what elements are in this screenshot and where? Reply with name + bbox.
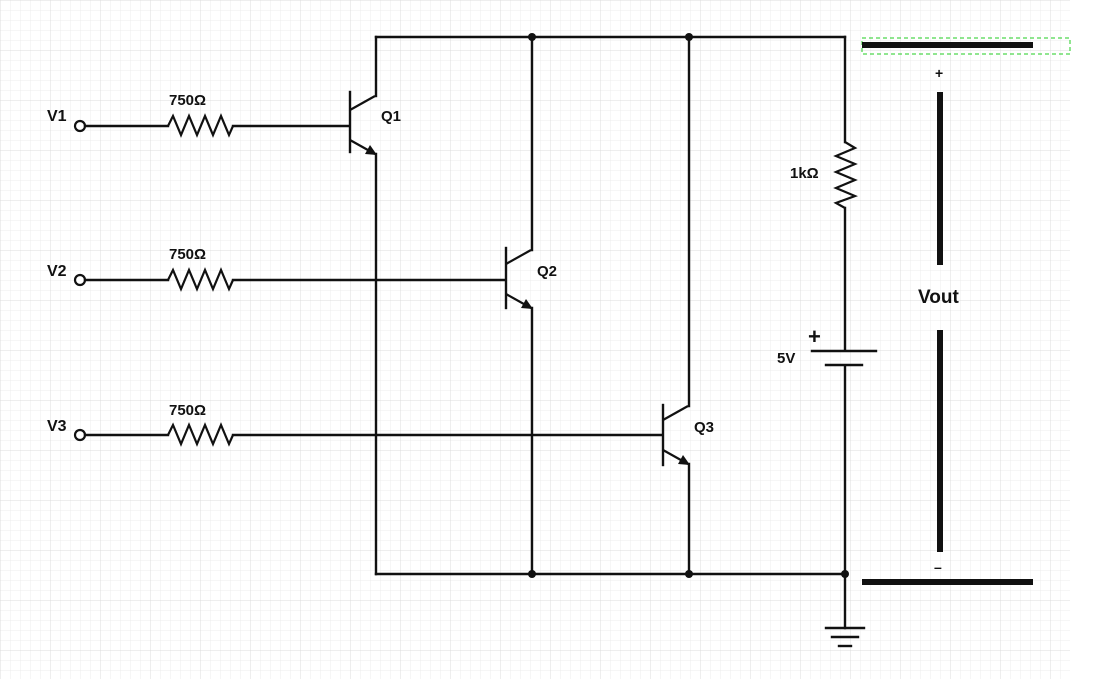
input-v3[interactable]: V3 750Ω <box>47 402 664 447</box>
junction-dot <box>528 33 536 41</box>
input-v2-label: V2 <box>47 263 67 280</box>
q1-label: Q1 <box>381 108 401 125</box>
grid-background <box>0 0 1070 679</box>
resistor-r3-label: 750Ω <box>169 402 206 419</box>
transistor-q1[interactable]: Q1 <box>348 90 401 155</box>
input-v3-label: V3 <box>47 418 67 435</box>
wiring <box>374 35 847 630</box>
input-v3-terminal[interactable] <box>73 428 87 442</box>
resistor-r2-label: 750Ω <box>169 246 206 263</box>
output-minus-label: – <box>934 559 942 575</box>
q3-label: Q3 <box>694 419 714 436</box>
junction-dot <box>841 570 849 578</box>
load-resistor[interactable]: 1kΩ <box>790 141 858 209</box>
q2-label: Q2 <box>537 263 557 280</box>
battery-label: 5V <box>777 350 795 367</box>
output-vout[interactable]: + Vout – <box>861 37 1071 585</box>
input-v2-terminal[interactable] <box>73 273 87 287</box>
load-resistor-label: 1kΩ <box>790 165 819 182</box>
transistor-q2[interactable]: Q2 <box>504 246 557 310</box>
junction-dots <box>528 33 849 578</box>
ground-symbol <box>824 626 866 648</box>
q1-emitter-arrow <box>365 145 377 155</box>
q3-emitter-arrow <box>678 455 690 465</box>
input-v1-terminal[interactable] <box>73 119 87 133</box>
resistor-r3[interactable] <box>167 422 235 447</box>
battery-5v[interactable]: + 5V <box>777 324 878 367</box>
input-v1-label: V1 <box>47 108 67 125</box>
input-v1[interactable]: V1 750Ω <box>47 92 351 138</box>
input-v2[interactable]: V2 750Ω <box>47 246 507 292</box>
junction-dot <box>528 570 536 578</box>
output-vout-label: Vout <box>918 287 959 308</box>
q2-emitter-arrow <box>521 299 533 309</box>
resistor-r2[interactable] <box>167 267 235 292</box>
output-plus-label: + <box>935 65 943 81</box>
junction-dot <box>685 33 693 41</box>
junction-dot <box>685 570 693 578</box>
resistor-r1-label: 750Ω <box>169 92 206 109</box>
battery-plus-sign: + <box>808 324 821 349</box>
canvas-margin <box>1070 0 1104 679</box>
transistor-q3[interactable]: Q3 <box>661 403 714 467</box>
resistor-r1[interactable] <box>167 113 235 138</box>
